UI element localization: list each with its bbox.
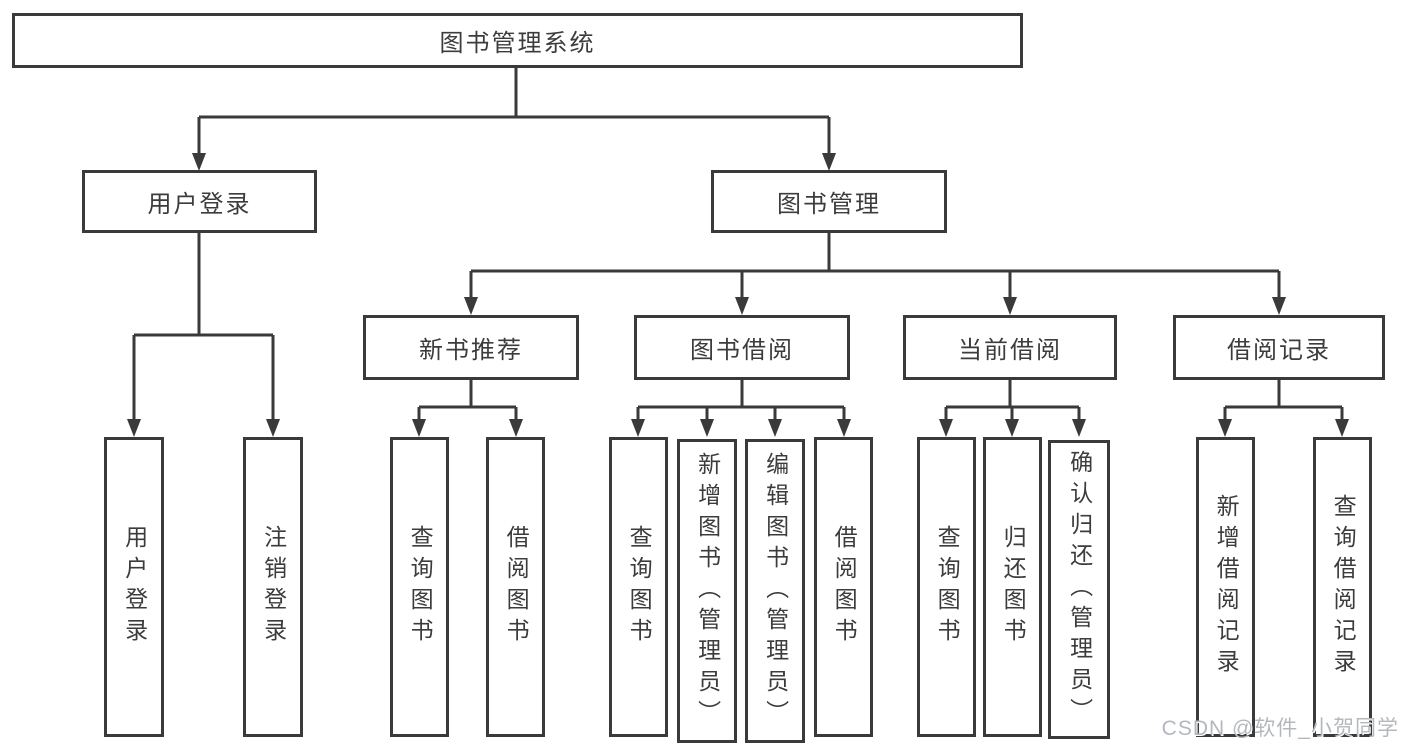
node-label: 图书管理系统 — [439, 30, 596, 57]
node-logout-leaf: 注销登录 — [243, 437, 303, 737]
node-label: 确认归还（管理员） — [1066, 450, 1093, 729]
node-book-borrowing: 图书借阅 — [634, 315, 850, 380]
node-current-borrowing: 当前借阅 — [903, 315, 1117, 380]
node-query-books-1: 查询图书 — [390, 437, 449, 737]
node-confirm-return-admin: 确认归还（管理员） — [1048, 440, 1110, 739]
node-label: 图书管理 — [777, 191, 881, 218]
node-label: 编辑图书（管理员） — [762, 451, 789, 731]
watermark: CSDN @软件_小贺同学 — [1161, 717, 1399, 740]
node-label: 注销登录 — [260, 525, 287, 649]
node-label: 归还图书 — [1000, 525, 1027, 649]
node-label: 查询图书 — [934, 525, 961, 649]
node-query-borrow-record: 查询借阅记录 — [1313, 437, 1372, 737]
node-label: 新增借阅记录 — [1213, 494, 1240, 680]
node-label: 新书推荐 — [419, 337, 523, 364]
node-return-books: 归还图书 — [983, 437, 1042, 737]
node-book-management-group: 图书管理 — [711, 170, 947, 233]
node-new-book-recommendation: 新书推荐 — [363, 315, 579, 380]
node-label: 用户登录 — [121, 525, 148, 649]
node-label: 查询图书 — [407, 525, 434, 649]
node-edit-books-admin: 编辑图书（管理员） — [745, 439, 805, 743]
node-query-books-3: 查询图书 — [917, 437, 976, 737]
node-label: 借阅记录 — [1227, 337, 1331, 364]
node-borrowing-records: 借阅记录 — [1173, 315, 1385, 380]
node-label: 借阅图书 — [503, 525, 530, 649]
node-library-management-system: 图书管理系统 — [12, 13, 1023, 68]
node-label: 借阅图书 — [831, 525, 858, 649]
node-add-borrow-record: 新增借阅记录 — [1196, 437, 1255, 737]
tree-edges — [132, 68, 1344, 419]
node-label: 用户登录 — [147, 191, 252, 218]
node-user-login-leaf: 用户登录 — [104, 437, 164, 737]
node-borrow-books-2: 借阅图书 — [814, 437, 873, 737]
node-label: 新增图书（管理员） — [694, 451, 721, 731]
node-add-books-admin: 新增图书（管理员） — [677, 439, 737, 743]
node-label: 当前借阅 — [958, 337, 1062, 364]
node-label: 图书借阅 — [690, 337, 794, 364]
node-user-login-group: 用户登录 — [82, 170, 317, 233]
node-query-books-2: 查询图书 — [609, 437, 668, 737]
node-borrow-books-1: 借阅图书 — [486, 437, 545, 737]
node-label: 查询借阅记录 — [1330, 494, 1357, 680]
node-label: 查询图书 — [626, 525, 653, 649]
